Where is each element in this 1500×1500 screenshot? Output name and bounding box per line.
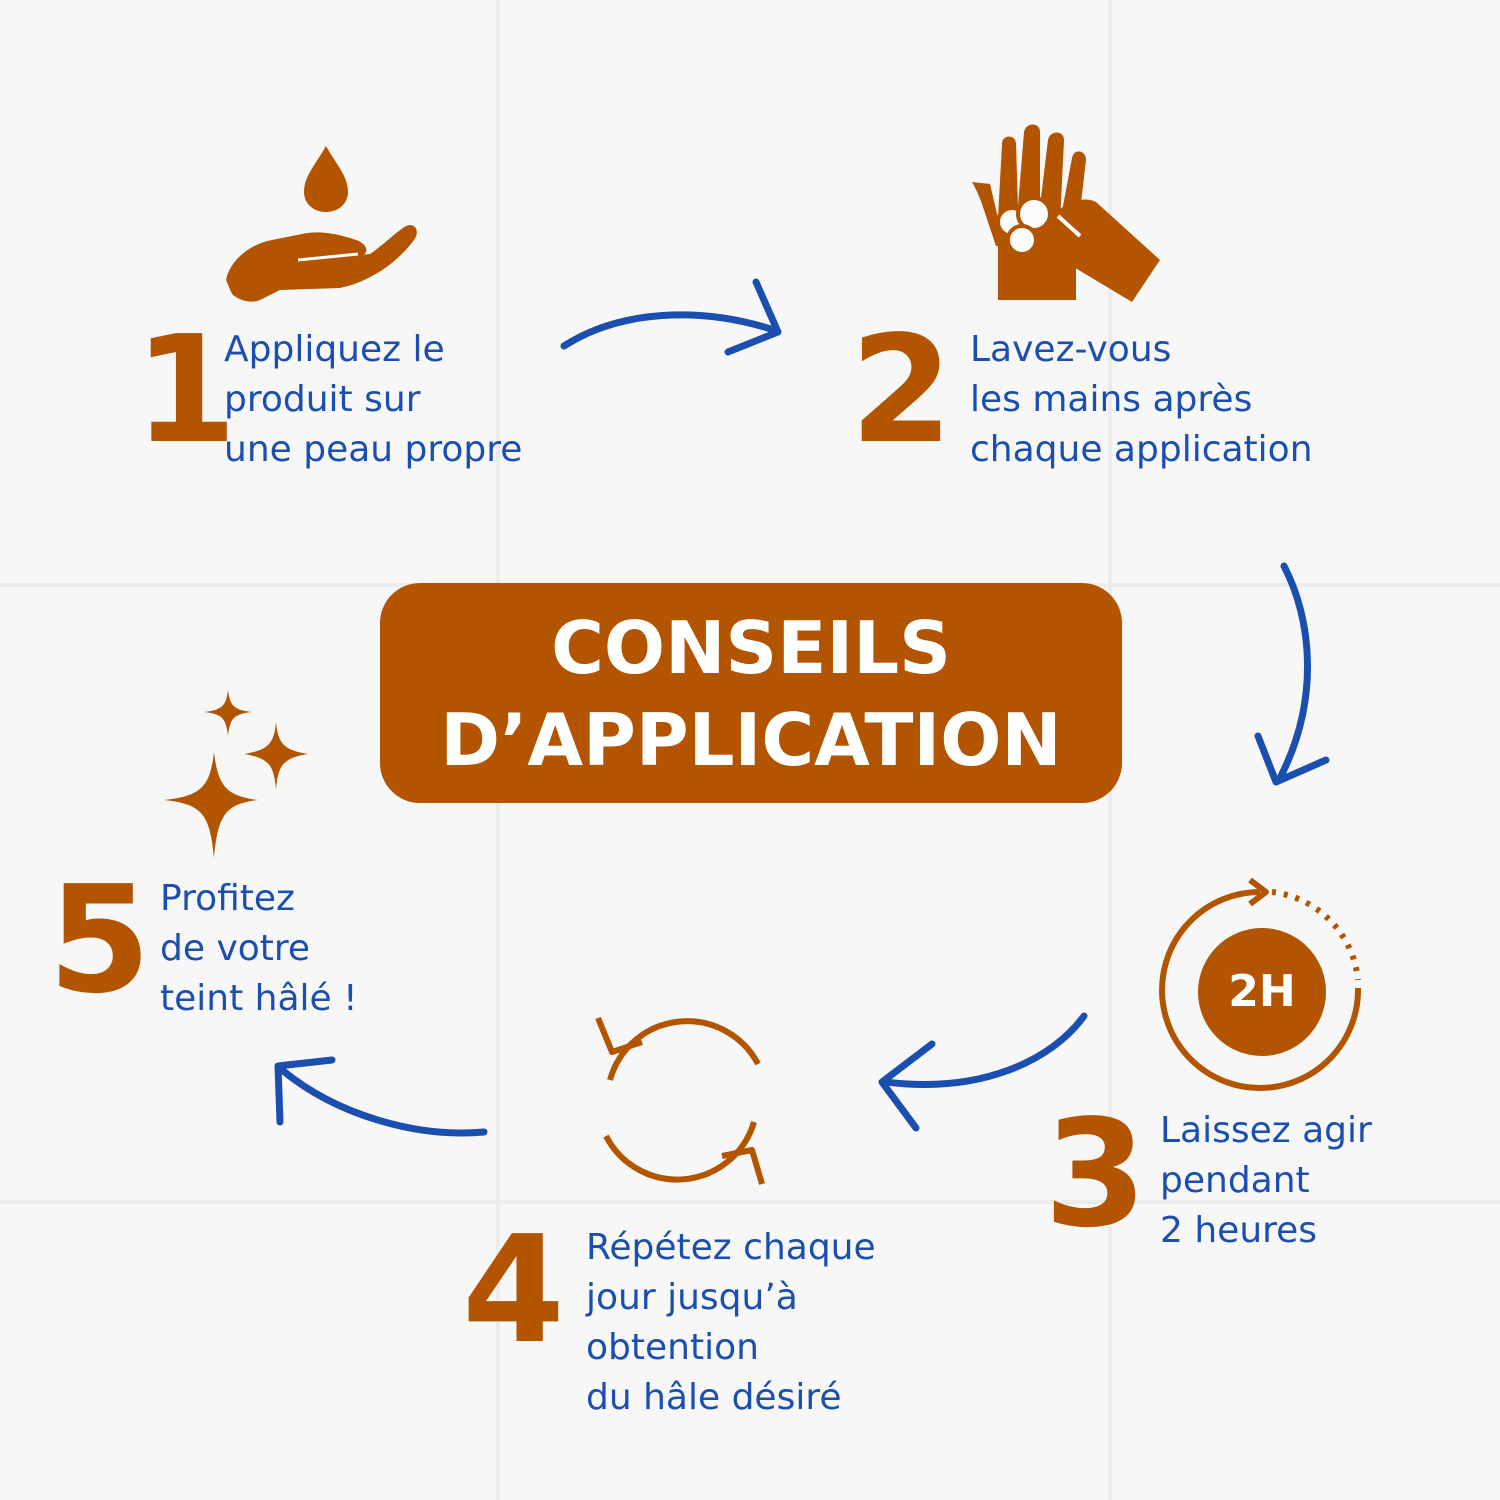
repeat-cycle-icon	[595, 1016, 765, 1185]
step-4-number: 4	[462, 1204, 565, 1376]
step-3-line-1: Laissez agir	[1160, 1110, 1372, 1151]
step-2-text: Lavez-vous les mains après chaque applic…	[970, 325, 1313, 475]
step-5-text: Profitez de votre teint hâlé !	[160, 874, 358, 1024]
step-2-number: 2	[850, 304, 953, 476]
step-5-line-2: de votre	[160, 928, 311, 969]
step-4-text: Répétez chaque jour jusqu’à obtention du…	[586, 1223, 876, 1423]
sparkles-icon	[164, 690, 308, 858]
step-1-line-3: une peau propre	[224, 429, 523, 470]
step-4-line-3: obtention	[586, 1327, 759, 1368]
step-4-line-2: jour jusqu’à	[586, 1277, 798, 1318]
arrow-1-to-2	[560, 278, 782, 356]
step-4-line-4: du hâle désiré	[586, 1377, 842, 1418]
title-line-1: CONSEILS	[551, 606, 951, 690]
clock-timer-icon	[1159, 877, 1362, 1091]
title-banner: CONSEILS D’APPLICATION	[380, 583, 1122, 803]
arrow-3-to-4	[878, 1012, 1088, 1132]
arrow-4-to-5	[274, 1056, 488, 1137]
step-3-line-3: 2 heures	[1160, 1210, 1318, 1251]
step-5-number: 5	[48, 854, 151, 1026]
step-2-line-2: les mains après	[970, 379, 1253, 420]
arrow-2-to-3	[1254, 562, 1330, 786]
step-5-line-3: teint hâlé !	[160, 978, 358, 1019]
step-2-line-1: Lavez-vous	[970, 329, 1172, 370]
step-3-number: 3	[1044, 1088, 1147, 1260]
step-1-number: 1	[134, 304, 237, 476]
hand-drop-icon	[226, 146, 417, 302]
step-3-text: Laissez agir pendant 2 heures	[1160, 1106, 1372, 1256]
step-1-text: Appliquez le produit sur une peau propre	[224, 325, 522, 475]
hand-washing-icon	[972, 124, 1160, 302]
step-3-line-2: pendant	[1160, 1160, 1310, 1201]
title-line-2: D’APPLICATION	[440, 698, 1062, 782]
timer-badge: 2H	[1228, 966, 1296, 1017]
step-1-line-2: produit sur	[224, 379, 421, 420]
step-4-line-1: Répétez chaque	[586, 1227, 876, 1268]
step-2-line-3: chaque application	[970, 429, 1313, 470]
step-5-line-1: Profitez	[160, 878, 295, 919]
step-1-line-1: Appliquez le	[224, 329, 445, 370]
